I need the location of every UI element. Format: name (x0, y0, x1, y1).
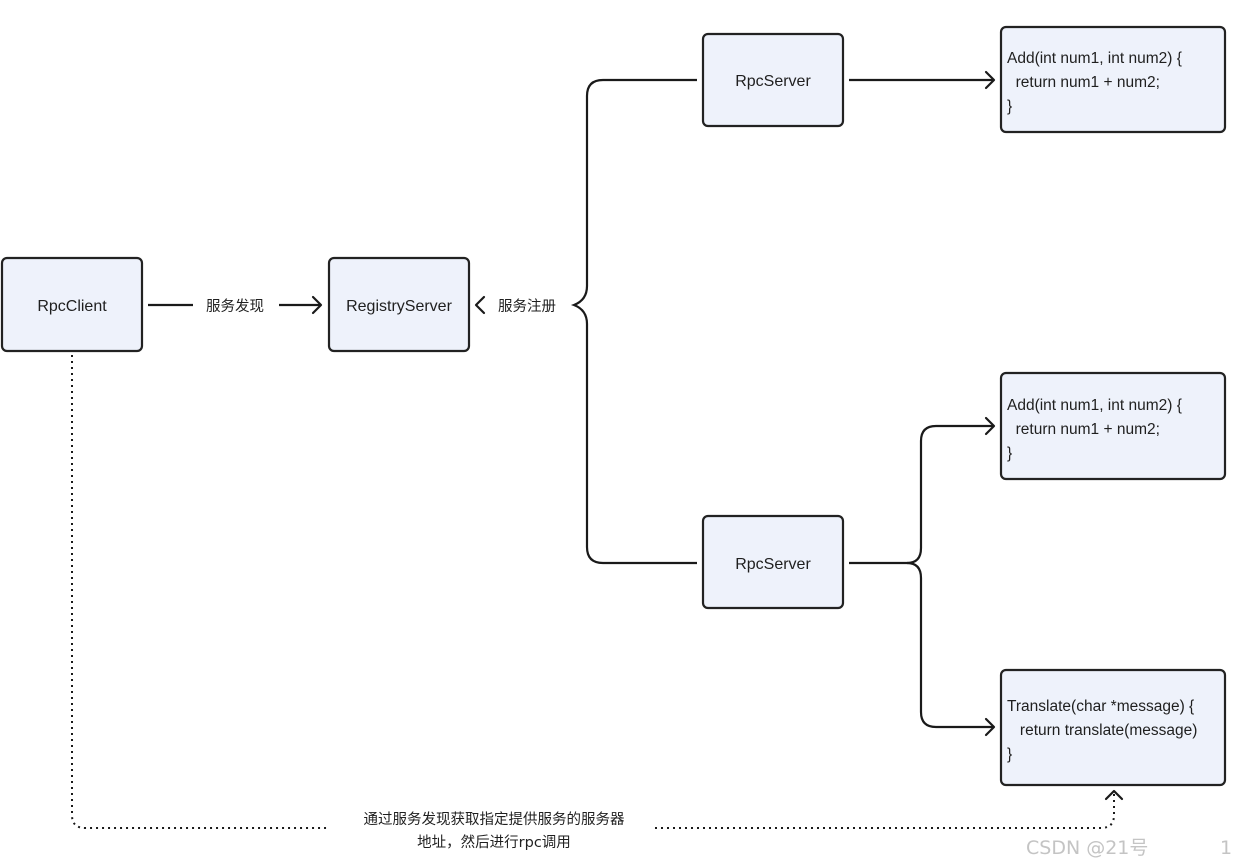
add-bottom-line-2: return num1 + num2; (1007, 421, 1160, 438)
rpc-call-label-line1: 通过服务发现获取指定提供服务的服务器 (364, 811, 625, 828)
fanout-translate-arrowhead (984, 717, 996, 737)
registration-brace (570, 78, 697, 565)
service-registration-edge: 服务注册 (474, 78, 697, 565)
translate-line-2: return translate(message) (1007, 722, 1197, 739)
translate-line-3: } (1007, 746, 1012, 763)
rpc-client-label: RpcClient (37, 298, 107, 315)
add-top-line-1: Add(int num1, int num2) { (1007, 50, 1182, 67)
add-top-line-3: } (1007, 98, 1012, 115)
add-bottom-line-3: } (1007, 445, 1012, 462)
fanout-brace (849, 424, 993, 565)
rpc-server-top-to-add-edge (849, 70, 996, 90)
translate-line-1: Translate(char *message) { (1007, 698, 1194, 715)
add-method-top-node: Add(int num1, int num2) { return num1 + … (999, 25, 1227, 134)
rpc-server-bottom-label: RpcServer (735, 556, 811, 573)
rpc-call-arrowhead (1104, 789, 1124, 801)
add-method-bottom-node: Add(int num1, int num2) { return num1 + … (999, 371, 1227, 481)
csdn-watermark: CSDN @21号 (1026, 837, 1148, 859)
fanout-add-arrowhead (984, 416, 996, 436)
registry-server-label: RegistryServer (346, 298, 452, 315)
rpc-server-bottom-node: RpcServer (701, 514, 845, 610)
rpc-call-dotted-left (71, 355, 330, 829)
page-number: 1 (1220, 837, 1232, 859)
rpc-call-dotted-right (655, 792, 1115, 829)
rpc-server-bottom-fanout-edge (849, 416, 996, 737)
rpc-client-node: RpcClient (0, 256, 144, 353)
rpc-server-top-arrowhead (984, 70, 996, 90)
add-top-line-2: return num1 + num2; (1007, 74, 1160, 91)
service-discovery-edge: 服务发现 (148, 295, 323, 315)
service-discovery-label: 服务发现 (206, 298, 264, 315)
fanout-brace-lower (906, 561, 993, 729)
rpc-server-top-label: RpcServer (735, 73, 811, 90)
service-registration-arrowhead (474, 295, 486, 315)
rpc-call-edge: 通过服务发现获取指定提供服务的服务器 地址，然后进行rpc调用 (71, 355, 1124, 851)
rpc-call-label-line2: 地址，然后进行rpc调用 (417, 834, 571, 851)
add-bottom-line-1: Add(int num1, int num2) { (1007, 397, 1182, 414)
service-registration-label: 服务注册 (498, 298, 556, 315)
rpc-server-top-node: RpcServer (701, 32, 845, 128)
service-discovery-arrowhead (311, 295, 323, 315)
translate-method-node: Translate(char *message) { return transl… (999, 668, 1227, 787)
registry-server-node: RegistryServer (327, 256, 471, 353)
